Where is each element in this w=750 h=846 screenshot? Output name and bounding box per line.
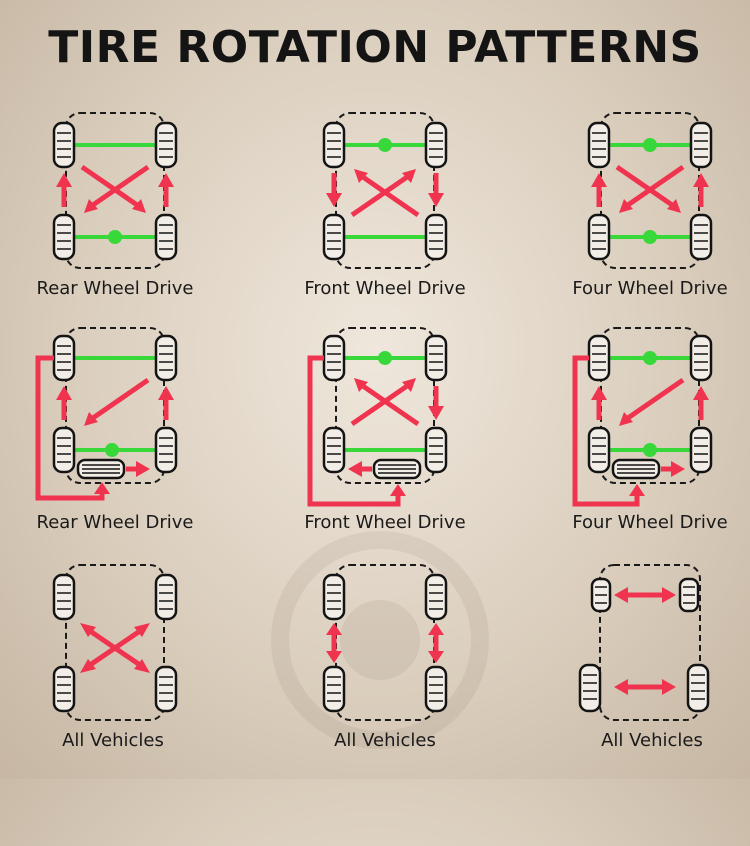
diagram-side-to-side <box>578 564 710 721</box>
page-title: TIRE ROTATION PATTERNS <box>48 22 702 73</box>
caption-r2-c3: Four Wheel Drive <box>572 512 728 533</box>
diagram-4wd-spare <box>572 327 713 507</box>
diagram-fwd-spare <box>307 327 448 507</box>
caption-r3-c1: All Vehicles <box>62 730 164 751</box>
caption-r3-c2: All Vehicles <box>334 730 436 751</box>
caption-r3-c3: All Vehicles <box>601 730 703 751</box>
diagram-4wd-basic <box>587 112 713 269</box>
tire-icon <box>52 121 178 261</box>
diagram-fwd-basic <box>322 112 448 269</box>
caption-r1-c3: Four Wheel Drive <box>572 278 728 299</box>
diagram-x-pattern <box>52 564 178 721</box>
diagram-rwd-basic <box>52 112 178 269</box>
caption-r1-c1: Rear Wheel Drive <box>36 278 194 299</box>
diagram-rwd-spare <box>35 327 178 501</box>
caption-r1-c2: Front Wheel Drive <box>304 278 466 299</box>
caption-r2-c1: Rear Wheel Drive <box>36 512 194 533</box>
caption-r2-c2: Front Wheel Drive <box>304 512 466 533</box>
diagram-front-to-rear <box>322 564 448 721</box>
